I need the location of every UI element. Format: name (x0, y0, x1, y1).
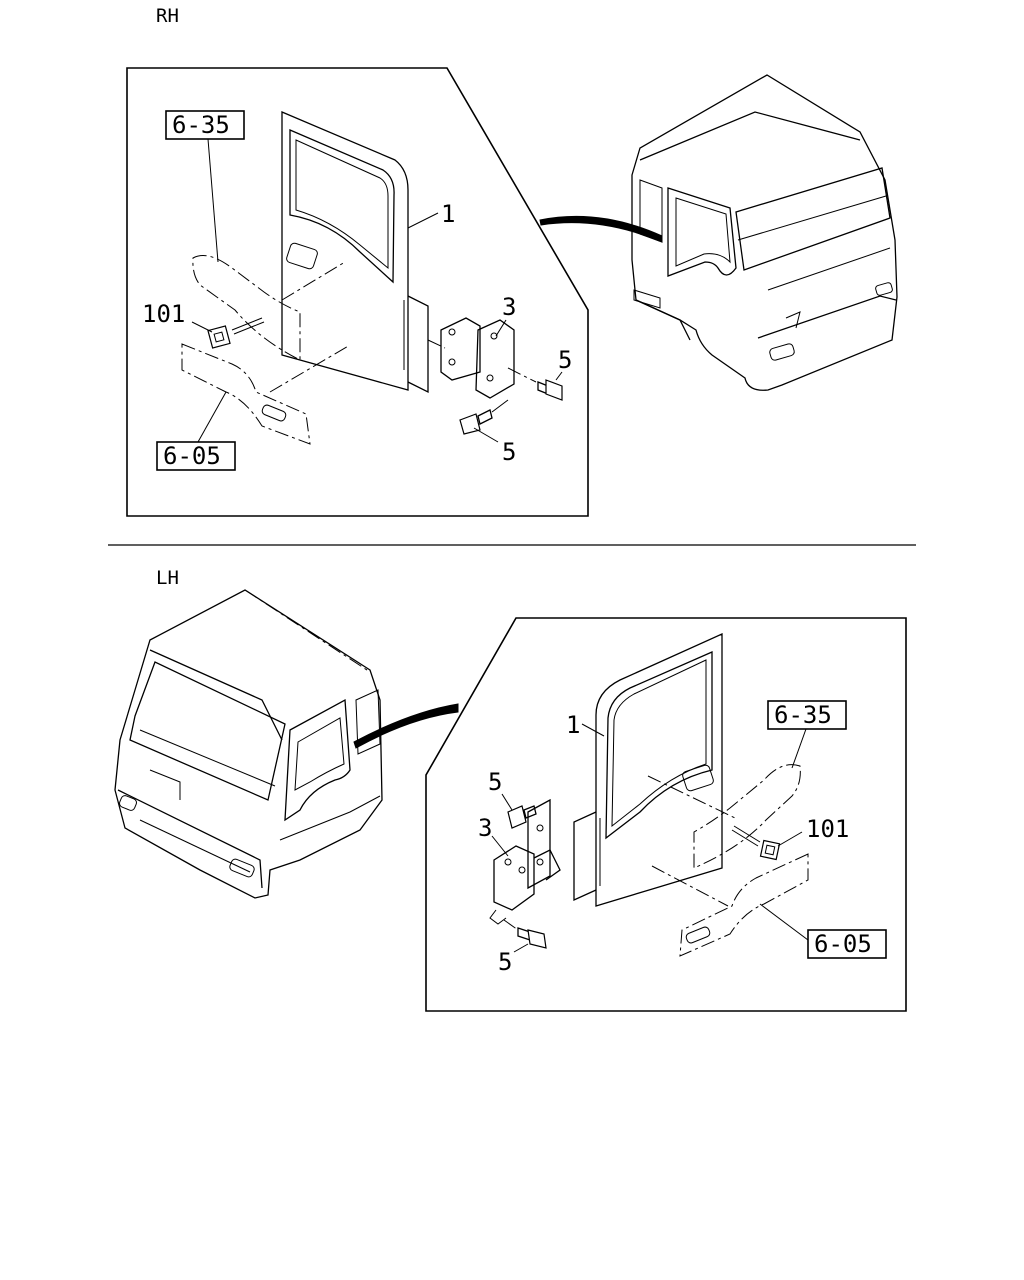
rh-callout-bolt-lower-leader (473, 427, 499, 443)
rh-detail-frame (126, 67, 589, 517)
rh-callout-clip: 101 (142, 300, 185, 328)
rh-section: RH (126, 5, 898, 517)
rh-view-arrow (539, 215, 663, 243)
rh-callout-bolt-upper: 5 (558, 346, 572, 374)
lh-bolt-lower (503, 919, 547, 949)
rh-trim-panel (192, 255, 301, 361)
lh-bolt-upper (507, 805, 537, 829)
rh-callout-bolt-lower: 5 (502, 438, 516, 466)
rh-leader-sealer (269, 344, 351, 393)
lh-callout-bolt-upper-leader (501, 793, 513, 811)
lh-callout-door: 1 (566, 711, 580, 739)
rh-ref-trim: 6-35 (172, 111, 230, 139)
lh-hinge (489, 798, 561, 925)
lh-callout-hinge: 3 (478, 814, 492, 842)
lh-callout-door-leader (581, 723, 605, 737)
rh-ref-sealer: 6-05 (163, 442, 221, 470)
lh-trim-panel (693, 764, 801, 869)
rh-bolt-lower (459, 399, 509, 435)
lh-ref-trim: 6-35 (774, 701, 832, 729)
lh-door-panel (573, 632, 723, 907)
lh-callout-clip-leader (777, 831, 803, 847)
lh-section: LH (114, 567, 907, 1012)
lh-callout-bolt-lower-leader (513, 943, 529, 953)
lh-ref-sealer-leader (759, 903, 809, 941)
lh-leader-trim (647, 775, 736, 819)
lh-ref-box-sealer (807, 929, 887, 959)
rh-callout-clip-leader (191, 321, 213, 333)
rh-ref-sealer-leader (197, 391, 227, 443)
lh-callout-bolt-upper: 5 (488, 768, 502, 796)
lh-ref-trim-leader (791, 728, 807, 769)
rh-ref-box-sealer (156, 441, 236, 471)
rh-clip (207, 317, 265, 349)
lh-section-label: LH (156, 567, 179, 589)
rh-hinge (427, 317, 515, 399)
lh-cab-illustration (114, 589, 383, 899)
rh-leader-trim (281, 261, 346, 301)
rh-callout-door-leader (407, 212, 439, 229)
rh-callout-bolt-upper-leader (555, 371, 563, 381)
lh-callout-clip: 101 (806, 815, 849, 843)
lh-ref-box-trim (767, 700, 847, 730)
rh-ref-trim-leader (207, 138, 219, 263)
lh-view-arrow (353, 703, 459, 749)
lh-callout-bolt-lower: 5 (498, 948, 512, 976)
lh-callout-hinge-leader (491, 835, 509, 857)
rh-section-label: RH (156, 5, 179, 27)
rh-cab-illustration (631, 74, 898, 391)
rh-bolt-upper (507, 367, 563, 401)
rh-sealer-strip (181, 343, 311, 445)
lh-clip (731, 825, 781, 861)
rh-door-panel (281, 111, 429, 394)
rh-callout-hinge-leader (495, 319, 507, 337)
rh-ref-box-trim (165, 110, 245, 140)
rh-callout-hinge: 3 (502, 293, 516, 321)
lh-detail-frame (425, 617, 907, 1012)
rh-callout-door: 1 (441, 200, 455, 228)
lh-sealer-strip (679, 853, 809, 957)
lh-ref-sealer: 6-05 (814, 930, 872, 958)
